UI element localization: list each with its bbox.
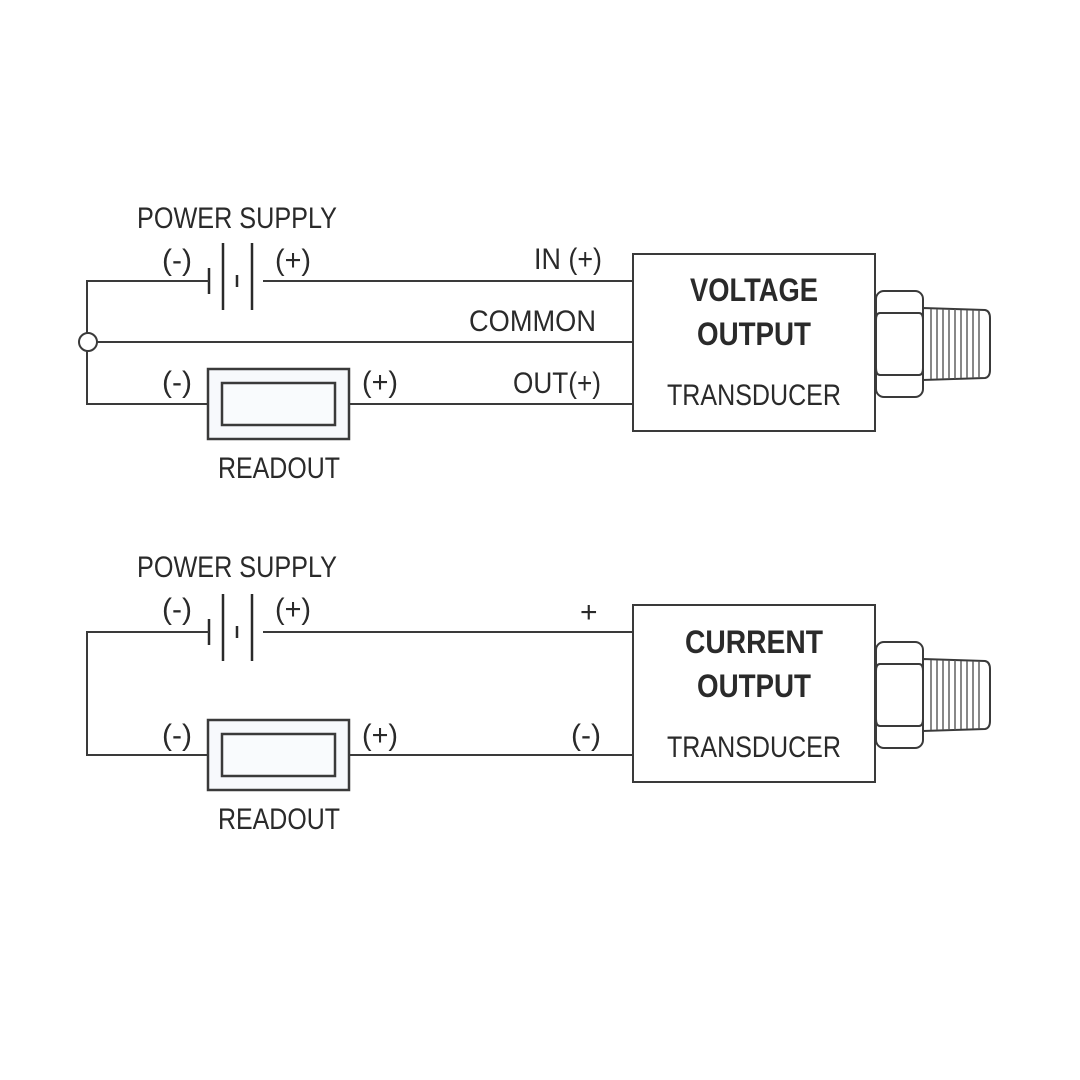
battery-icon [207, 243, 254, 310]
transducer-title-line1: VOLTAGE [690, 272, 818, 308]
power-supply-neg-label: (-) [162, 593, 192, 626]
in-positive-label: IN (+) [534, 243, 602, 276]
readout-display-icon [206, 367, 351, 441]
battery-icon [207, 594, 254, 661]
wire-ps-negative [86, 631, 209, 756]
voltage-circuit: POWER SUPPLY (-) (+) IN (+) COMMON OUT(+… [78, 202, 991, 485]
transducer-type-label: TRANSDUCER [667, 731, 841, 764]
current-circuit: POWER SUPPLY (-) (+) + (-) (-) (+) READO… [86, 551, 991, 836]
transducer-title-line2: OUTPUT [697, 668, 811, 704]
out-positive-label: OUT(+) [513, 367, 601, 400]
readout-display-icon [206, 718, 351, 792]
transducer-title-line1: CURRENT [685, 624, 823, 660]
current-transducer-box [632, 604, 876, 783]
plus-label: + [580, 596, 598, 629]
common-label: COMMON [469, 305, 596, 338]
power-supply-label: POWER SUPPLY [137, 551, 337, 584]
power-supply-label: POWER SUPPLY [137, 202, 337, 235]
voltage-transducer-box [632, 253, 876, 432]
power-supply-pos-label: (+) [275, 593, 311, 626]
power-supply-pos-label: (+) [275, 244, 311, 277]
junction-node [78, 332, 98, 352]
pressure-fitting-icon [875, 641, 991, 749]
pressure-fitting-icon [875, 290, 991, 398]
readout-label: READOUT [218, 803, 340, 836]
transducer-title-line2: OUTPUT [697, 316, 811, 352]
readout-neg-label: (-) [162, 719, 192, 752]
readout-pos-label: (+) [362, 366, 398, 399]
transducer-type-label: TRANSDUCER [667, 379, 841, 412]
power-supply-neg-label: (-) [162, 244, 192, 277]
readout-neg-label: (-) [162, 366, 192, 399]
readout-pos-label: (+) [362, 719, 398, 752]
minus-label: (-) [571, 719, 601, 752]
readout-label: READOUT [218, 452, 340, 485]
